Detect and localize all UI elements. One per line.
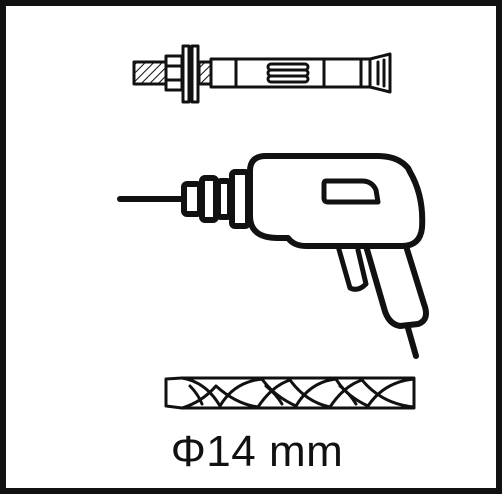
drill-chuck	[181, 181, 203, 217]
expansion-anchor-bolt-icon	[132, 44, 392, 104]
instruction-illustration	[117, 44, 429, 410]
power-drill-icon	[117, 153, 429, 359]
drill-handle	[363, 243, 429, 329]
drill-vent	[321, 178, 381, 205]
drill-body	[247, 153, 426, 249]
drill-trigger	[335, 243, 369, 292]
drill-cord	[405, 325, 419, 359]
drill-bit-icon	[164, 376, 416, 410]
drill-size-label: Φ14 mm	[170, 427, 344, 476]
